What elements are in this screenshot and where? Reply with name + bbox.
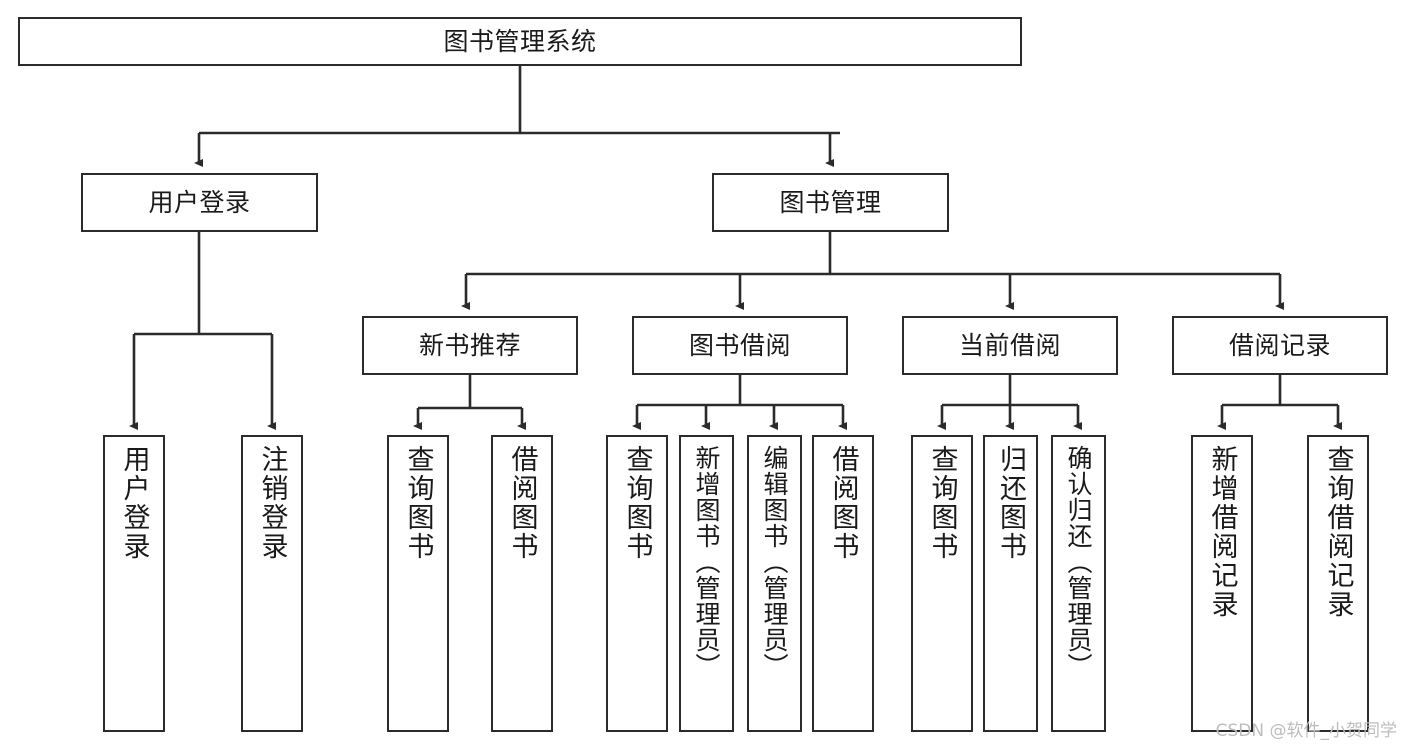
leaf-current-query-book[interactable]: 查询图书 bbox=[911, 435, 973, 732]
node-label: 新书推荐 bbox=[418, 330, 521, 360]
node-label: 查询图书 bbox=[402, 445, 434, 561]
leaf-borrow-borrow-book[interactable]: 借阅图书 bbox=[812, 435, 874, 732]
leaf-recommend-query-book[interactable]: 查询图书 bbox=[387, 435, 449, 732]
node-user-login[interactable]: 用户登录 bbox=[81, 173, 318, 232]
node-label: 图书管理 bbox=[779, 187, 882, 217]
node-label: 借阅图书 bbox=[827, 445, 859, 561]
leaf-record-add-record[interactable]: 新增借阅记录 bbox=[1191, 435, 1253, 732]
node-book-borrow[interactable]: 图书借阅 bbox=[632, 316, 848, 375]
node-label: 新增图书（管理员） bbox=[692, 445, 721, 679]
leaf-record-query-record[interactable]: 查询借阅记录 bbox=[1307, 435, 1369, 732]
node-label: 当前借阅 bbox=[958, 330, 1061, 360]
node-label: 查询图书 bbox=[621, 445, 653, 561]
node-label: 用户登录 bbox=[118, 445, 150, 561]
node-new-book-recommend[interactable]: 新书推荐 bbox=[362, 316, 578, 375]
node-borrow-record[interactable]: 借阅记录 bbox=[1172, 316, 1388, 375]
leaf-user-login-logout[interactable]: 注销登录 bbox=[241, 435, 303, 732]
node-root-system[interactable]: 图书管理系统 bbox=[18, 17, 1022, 66]
node-label: 图书管理系统 bbox=[443, 26, 597, 56]
node-label: 借阅图书 bbox=[506, 445, 538, 561]
node-current-borrow[interactable]: 当前借阅 bbox=[902, 316, 1118, 375]
node-label: 查询图书 bbox=[926, 445, 958, 561]
node-book-management[interactable]: 图书管理 bbox=[712, 173, 949, 232]
leaf-user-login-login[interactable]: 用户登录 bbox=[103, 435, 165, 732]
leaf-recommend-borrow-book[interactable]: 借阅图书 bbox=[491, 435, 553, 732]
node-label: 查询借阅记录 bbox=[1322, 445, 1354, 619]
node-label: 借阅记录 bbox=[1228, 330, 1331, 360]
node-label: 图书借阅 bbox=[688, 330, 791, 360]
leaf-borrow-add-book-admin[interactable]: 新增图书（管理员） bbox=[679, 435, 734, 732]
leaf-current-return-book[interactable]: 归还图书 bbox=[983, 435, 1038, 732]
node-label: 新增借阅记录 bbox=[1206, 445, 1238, 619]
node-label: 编辑图书（管理员） bbox=[760, 445, 789, 679]
node-label: 用户登录 bbox=[148, 187, 251, 217]
leaf-borrow-query-book[interactable]: 查询图书 bbox=[606, 435, 668, 732]
watermark-text: CSDN @软件_小贺同学 bbox=[1215, 721, 1397, 741]
node-label: 注销登录 bbox=[256, 445, 288, 561]
node-label: 归还图书 bbox=[995, 445, 1026, 561]
node-label: 确认归还（管理员） bbox=[1064, 445, 1093, 679]
leaf-borrow-edit-book-admin[interactable]: 编辑图书（管理员） bbox=[747, 435, 802, 732]
leaf-current-confirm-return-admin[interactable]: 确认归还（管理员） bbox=[1051, 435, 1106, 732]
